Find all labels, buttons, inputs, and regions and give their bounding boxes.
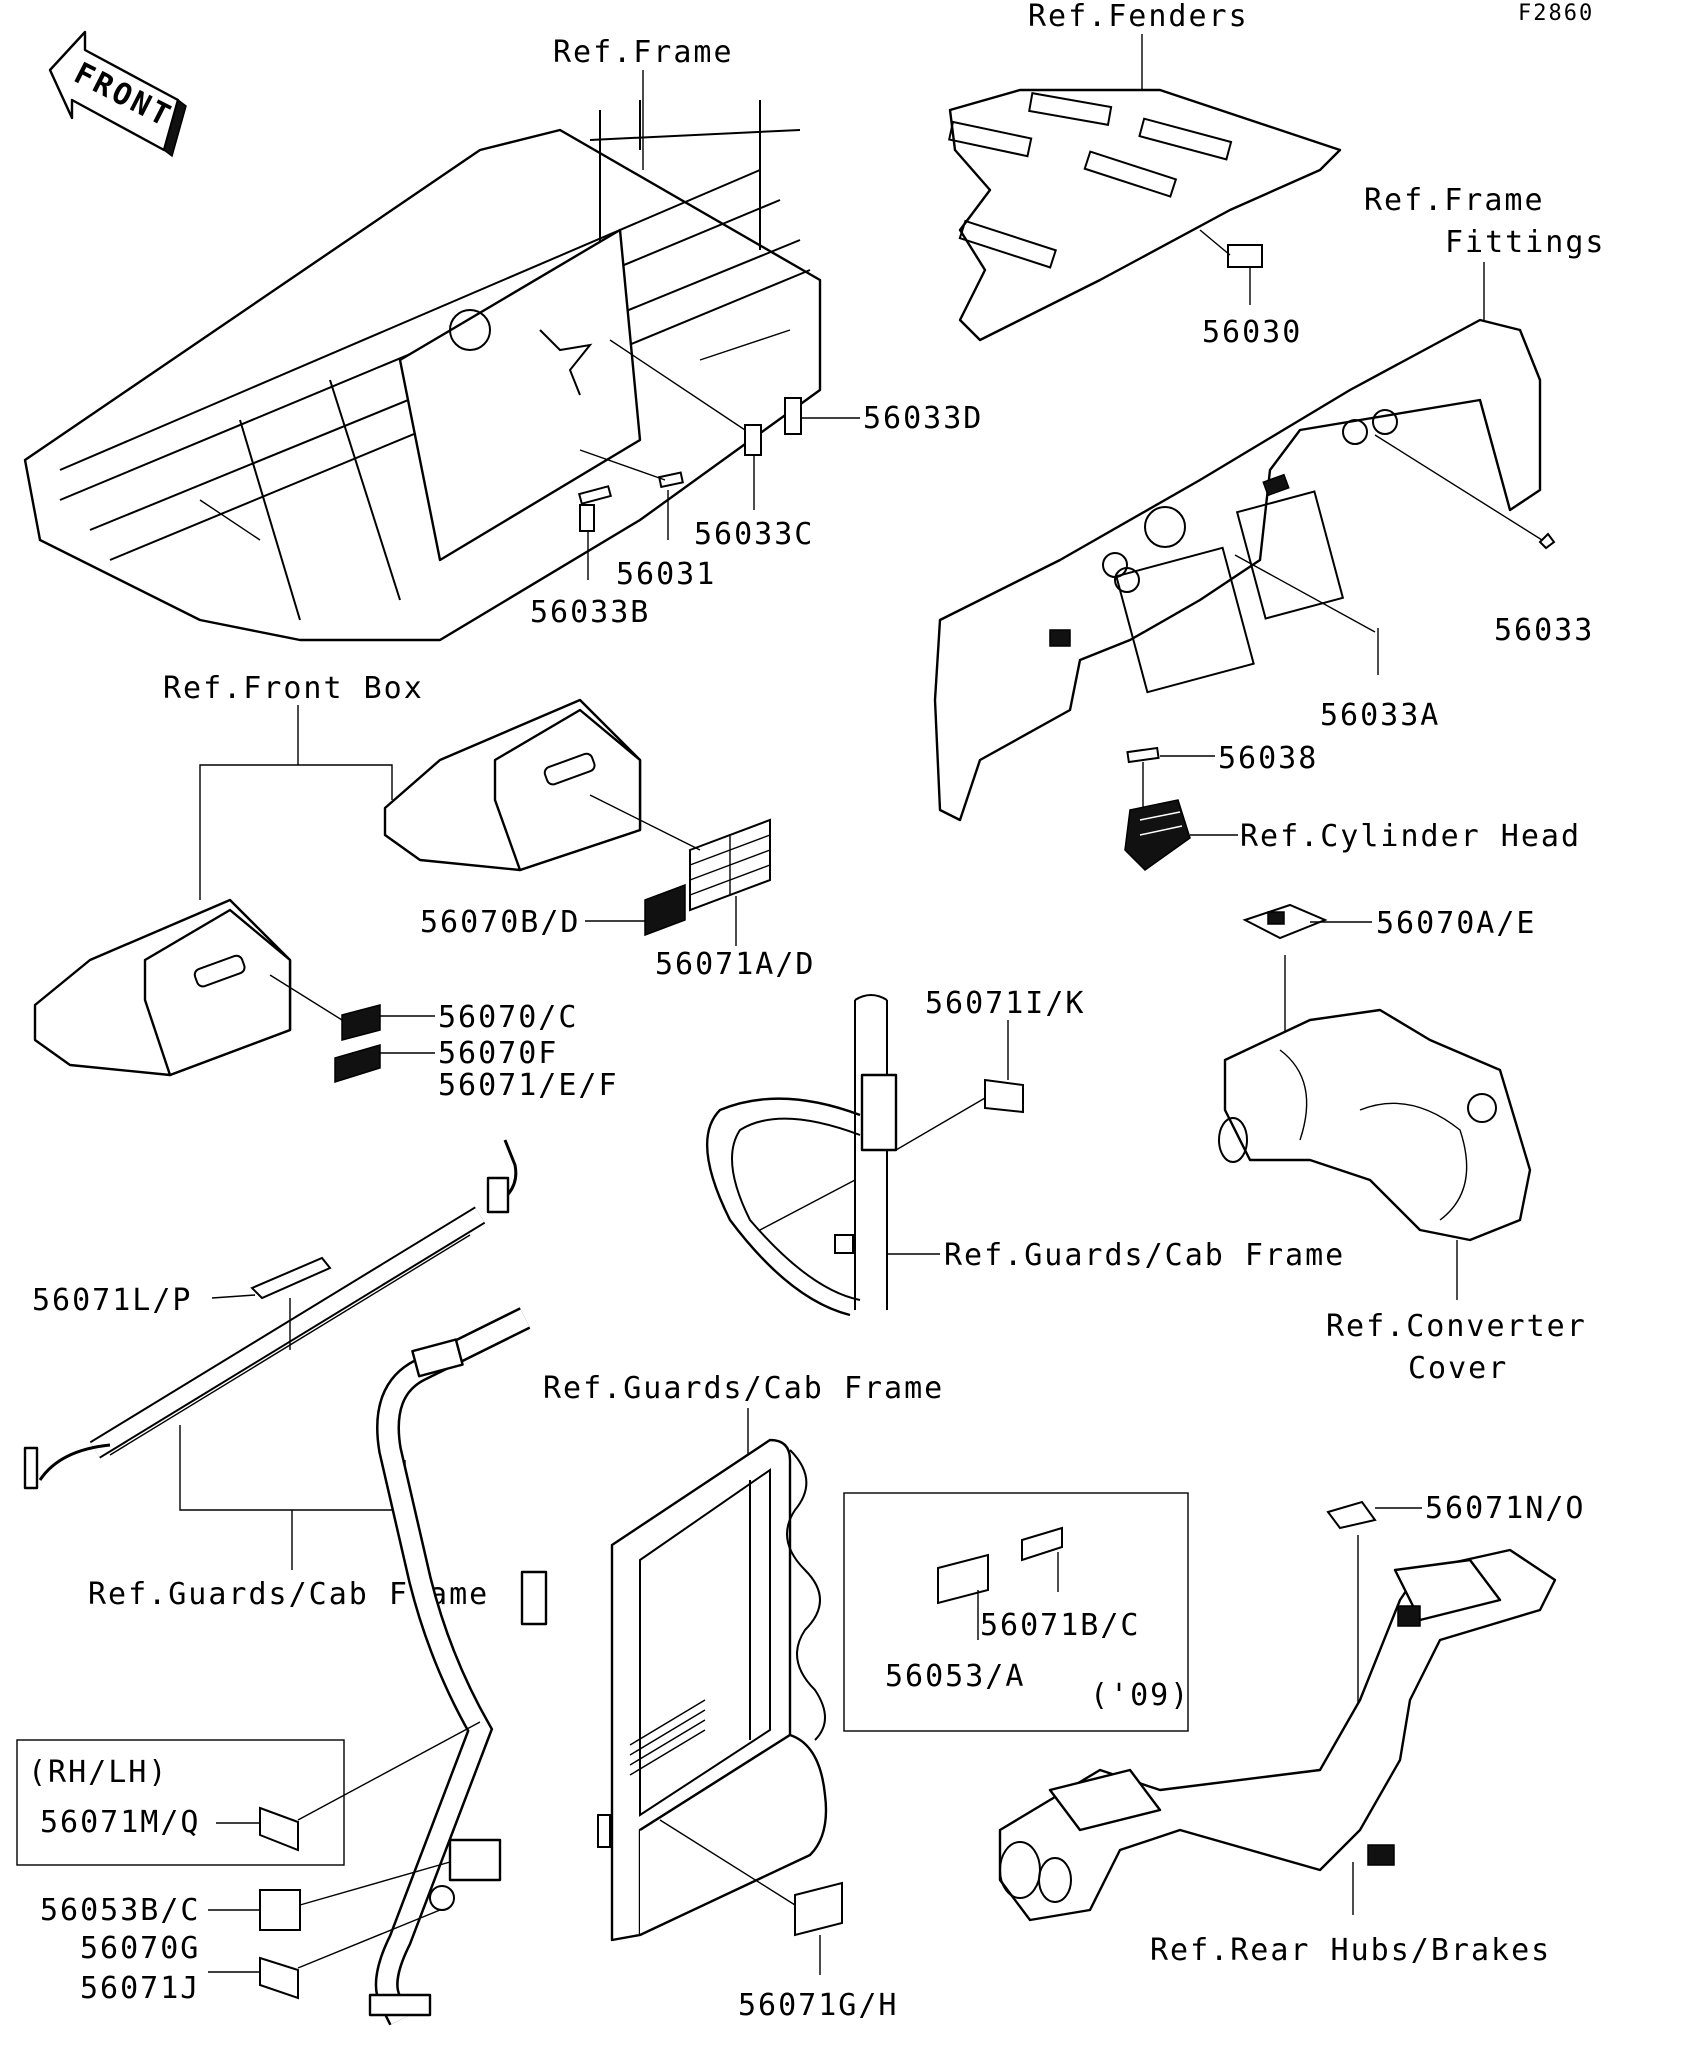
part-56071GH-label: 56071G/H	[738, 1988, 899, 2023]
part-56071AD-label: 56071A/D	[655, 947, 816, 982]
cylinder-head-part-icon	[1124, 799, 1191, 871]
rear-frame-drawing	[998, 1548, 1557, 1922]
part-56033B-label: 56033B	[530, 595, 650, 630]
guard-pillar-drawing	[368, 1307, 548, 2026]
ref-guards-cab-frame-mid-label: Ref.Guards/Cab Frame	[944, 1238, 1345, 1273]
ref-frame-fittings-label-1: Ref.Frame	[1364, 183, 1545, 218]
ref-front-box-label: Ref.Front Box	[163, 671, 424, 706]
label-56070AE-icon	[1242, 903, 1328, 940]
part-56038-label: 56038	[1218, 741, 1318, 776]
ref-cylinder-head-label: Ref.Cylinder Head	[1240, 819, 1581, 854]
year-09-box	[843, 1492, 1189, 1732]
part-56071MQ-label: 56071M/Q	[40, 1805, 201, 1840]
part-56070C-label: 56070/C	[438, 1000, 578, 1035]
converter-cover-drawing	[1218, 1008, 1532, 1242]
guard-middle-drawing	[705, 994, 898, 1317]
part-56053A-label: 56053/A	[885, 1659, 1025, 1694]
front-box-lower-drawing	[33, 898, 292, 1077]
part-56031-label: 56031	[616, 557, 716, 592]
fenders-drawing	[948, 88, 1342, 342]
label-56071AD-icon	[689, 818, 771, 912]
year-09-note: ('09)	[1090, 1678, 1190, 1713]
part-56071NO-label: 56071N/O	[1425, 1491, 1586, 1526]
frame-drawing	[23, 100, 822, 642]
rh-lh-box	[16, 1739, 345, 1866]
label-56070BD-icon	[644, 883, 686, 937]
ref-frame-fittings-label-2: Fittings	[1445, 225, 1606, 260]
part-56033A-label: 56033A	[1320, 698, 1440, 733]
part-56070AE-label: 56070A/E	[1376, 906, 1537, 941]
part-56071BC-label: 56071B/C	[980, 1608, 1141, 1643]
ref-converter-cover-label-2: Cover	[1408, 1351, 1508, 1386]
part-56070BD-label: 56070B/D	[420, 905, 581, 940]
part-56071IK-label: 56071I/K	[925, 986, 1086, 1021]
part-56053BC-label: 56053B/C	[40, 1893, 201, 1928]
front-box-upper-drawing	[383, 698, 642, 872]
rh-lh-note: (RH/LH)	[28, 1755, 168, 1790]
part-56071LP-label: 56071L/P	[32, 1283, 193, 1318]
ref-converter-cover-label-1: Ref.Converter	[1326, 1309, 1587, 1344]
part-56071EF-label: 56071/E/F	[438, 1068, 619, 1103]
figure-code: F2860	[1518, 1, 1594, 26]
front-arrow-icon: FRONT	[48, 30, 187, 158]
ref-guards-cab-frame-center-label: Ref.Guards/Cab Frame	[543, 1371, 944, 1406]
ref-frame-label: Ref.Frame	[553, 35, 734, 70]
part-56033C-label: 56033C	[694, 517, 814, 552]
ref-fenders-label: Ref.Fenders	[1028, 0, 1249, 34]
cab-frame-door-drawing	[597, 1438, 828, 1942]
part-56033-label: 56033	[1494, 613, 1594, 648]
part-56070G-label: 56070G	[80, 1931, 200, 1966]
part-56070F-label: 56070F	[438, 1036, 558, 1071]
part-56033D-label: 56033D	[863, 401, 983, 436]
part-56030-label: 56030	[1202, 315, 1302, 350]
part-56071J-label: 56071J	[80, 1971, 200, 2006]
ref-rear-hubs-brakes-label: Ref.Rear Hubs/Brakes	[1150, 1933, 1551, 1968]
frame-fittings-drawing	[933, 318, 1542, 822]
